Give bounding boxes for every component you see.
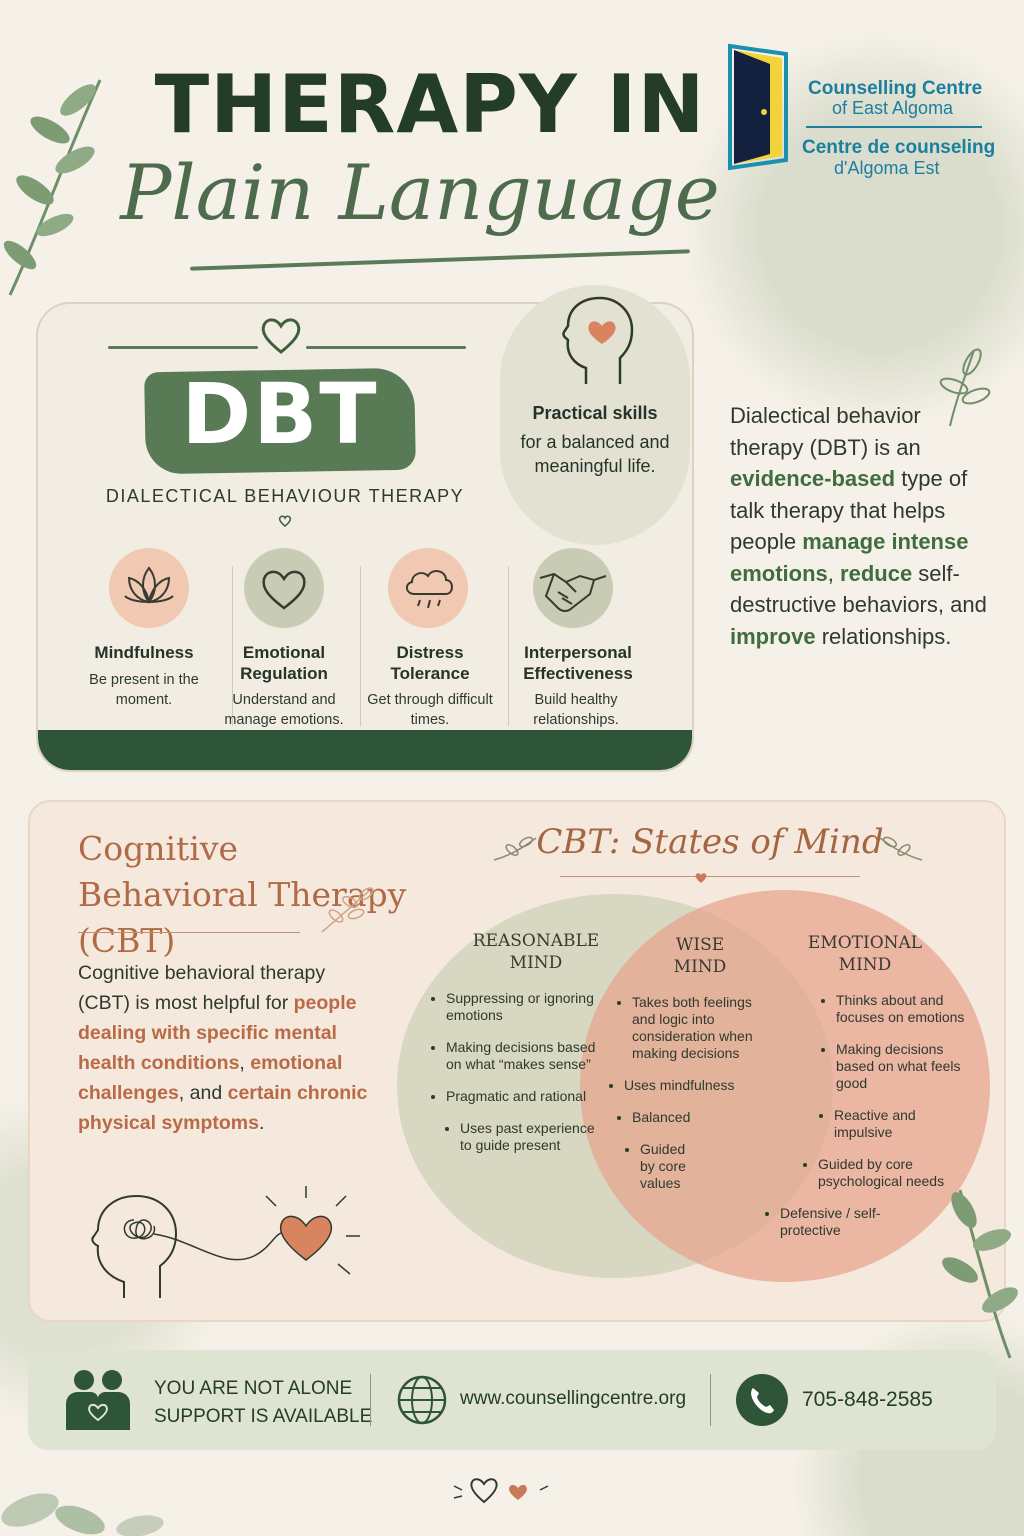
logo-text-fr-2: d'Algoma Est [834,158,940,178]
list-item: Takes both feelings and logic into consi… [632,994,756,1062]
skill-divider [508,566,509,726]
dbt-top-stroke [108,346,258,349]
phone-icon [736,1374,788,1426]
skill-divider [360,566,361,726]
footer-bar [28,1350,996,1450]
leaf-branch-icon [1,1493,164,1536]
footer-divider [710,1374,711,1426]
page-title-line2: Plain Language [120,148,720,237]
website-link[interactable]: www.counsellingcentre.org [460,1388,687,1409]
states-of-mind-title: CBT: States of Mind [536,822,884,862]
small-heart-icon [695,873,707,883]
flower-sprig-icon [321,887,374,933]
leaf-branch-icon [942,1189,1018,1359]
skill-desc-interpersonal-effectiveness: Build healthy relationships. [533,692,619,728]
head-heart-icon [562,296,634,384]
list-item: Guided by core psychological needs [818,1156,976,1190]
skill-icon-bg [388,548,468,628]
skill-icon-bg [244,548,324,628]
skill-title-emotional-regulation: Emotional Regulation [240,643,328,683]
door-logo-icon [728,43,788,171]
states-title-rule [560,876,860,877]
list-item: Balanced [632,1109,756,1126]
list-item: Defensive / self-protective [780,1205,900,1239]
list-item: Making decisions based on what feels goo… [836,1041,976,1092]
people-support-icon [66,1370,130,1430]
skill-desc-mindfulness: Be present in the moment. [89,672,199,708]
support-line-2: SUPPORT IS AVAILABLE [154,1406,373,1427]
wise-mind-title: WISE MIND [673,935,727,977]
cbt-title-rule [78,932,300,933]
skill-desc-emotional-regulation: Understand and manage emotions. [224,692,344,728]
logo-text-en-2: of East Algoma [832,98,954,118]
globe-icon [397,1375,447,1425]
emotional-mind-title: EMOTIONAL MIND [807,933,923,975]
skill-title-interpersonal-effectiveness: Interpersonal Effectiveness [523,643,633,683]
dbt-description: Dialectical behavior therapy (DBT) is an… [730,403,987,649]
handshake-icon [539,572,607,612]
emotional-mind-list: Thinks about and focuses on emotions Mak… [780,992,976,1254]
list-item: Reactive and impulsive [834,1107,976,1141]
skill-desc-distress-tolerance: Get through difficult times. [367,692,493,728]
cbt-description: Cognitive behavioral therapy (CBT) is mo… [78,962,368,1134]
logo-divider [806,126,982,128]
dbt-top-stroke [306,346,466,349]
reasonable-mind-title: REASONABLE MIND [472,931,600,973]
bubble-text: for a balanced and meaningful life. [520,432,670,476]
page-title-line1: THERAPY IN [154,58,706,151]
dbt-full-name: DIALECTICAL BEHAVIOUR THERAPY [105,486,465,506]
rain-cloud-icon [406,570,453,609]
tangled-head-heart-icon [91,1186,360,1298]
small-heart-icon [278,515,292,527]
skill-title-distress-tolerance: Distress Tolerance [390,643,470,683]
logo-text-fr-1: Centre de counseling [802,137,996,158]
support-line-1: YOU ARE NOT ALONE [154,1378,353,1399]
wise-mind-list: Takes both feelings and logic into consi… [616,994,756,1207]
dbt-acronym: DBT [181,365,379,463]
leaf-branch-icon [3,79,102,296]
list-item: Making decisions based on what “makes se… [446,1039,596,1073]
skill-icon-bg [109,548,189,628]
leaf-flourish-icon [493,836,537,861]
list-item: Suppressing or ignoring emotions [446,990,596,1024]
list-item: Uses past experience to guide present [460,1120,596,1154]
bubble-title: Practical skills [532,403,658,423]
logo-text-en-1: Counselling Centre [808,78,983,99]
bottom-hearts-icon [453,1478,549,1504]
lotus-icon [124,566,174,604]
skill-divider [232,566,233,726]
leaf-flourish-icon [879,836,923,861]
list-item: Uses mindfulness [624,1077,756,1094]
heart-icon [262,570,306,610]
list-item: Pragmatic and rational [446,1088,596,1105]
venn-diagram [397,890,990,1282]
skill-title-mindfulness: Mindfulness [94,643,194,662]
title-underline [190,249,690,271]
list-item: Guided by core values [640,1141,696,1192]
cbt-title: Cognitive Behavioral Therapy (CBT) [78,829,407,960]
reasonable-mind-list: Suppressing or ignoring emotions Making … [430,990,596,1169]
leaf-sprig-icon [939,348,991,427]
footer-divider [370,1374,371,1426]
phone-link[interactable]: 705-848-2585 [802,1388,933,1411]
heart-outline-icon [261,318,301,354]
list-item: Thinks about and focuses on emotions [836,992,976,1026]
